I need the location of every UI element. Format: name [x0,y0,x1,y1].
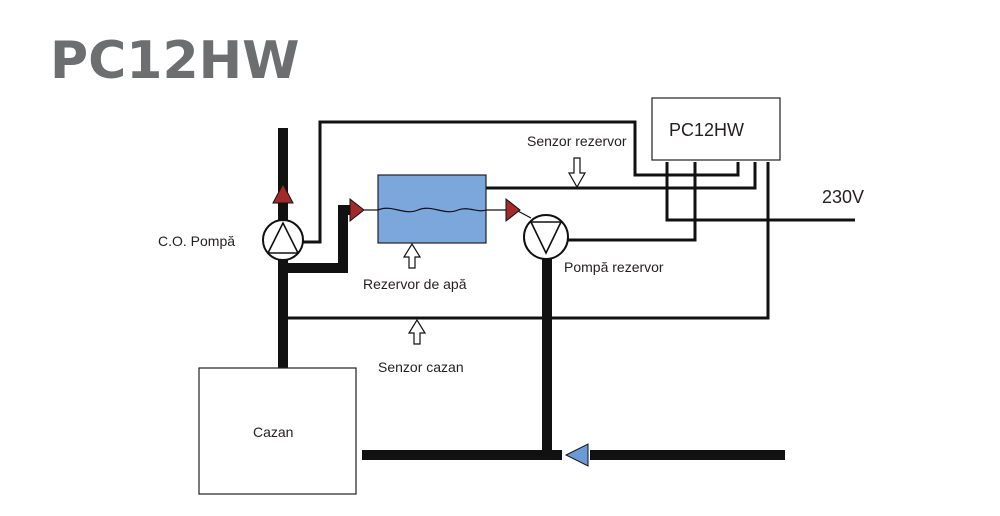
inlet-left-arrow-icon [564,443,589,467]
flow-right-arrow-icon [505,197,521,223]
tank-sensor-pointer-icon [567,157,587,189]
tank-pump [523,214,569,260]
boiler-sensor-label: Senzor cazan [378,359,464,375]
controller-box [651,97,781,161]
page-title: PC12HW [50,31,300,91]
tank-sensor-label: Senzor rezervor [527,133,627,149]
boiler-box [198,367,357,495]
power-label: 230V [822,187,864,207]
control-wiring [288,120,855,320]
flow-right-arrow-icon [349,197,365,223]
wire-tank-pump [568,162,697,242]
wire-heating-pump [300,120,740,244]
tank-coil [377,207,487,213]
water-tank-pointer-icon [402,242,422,269]
pipe-tank-inlet [283,205,352,273]
heating-pump [262,219,304,261]
boiler-sensor-pointer-icon [407,318,427,345]
wire-tank-sensor [486,162,757,190]
controller-label: PC12HW [669,120,744,140]
flow-up-arrow-icon [272,182,294,204]
wire-boiler-sensor [288,162,770,320]
wire-power [665,162,855,222]
water-tank-label: Rezervor de apă [363,276,467,292]
heating-pump-label: C.O. Pompă [158,233,235,249]
heating-pump-up-icon [266,221,300,254]
hydraulic-pipes [278,128,785,460]
tank-pump-down-icon [529,221,563,255]
boiler-label: Cazan [253,424,293,440]
tank-pump-label: Pompă rezervor [564,259,664,275]
